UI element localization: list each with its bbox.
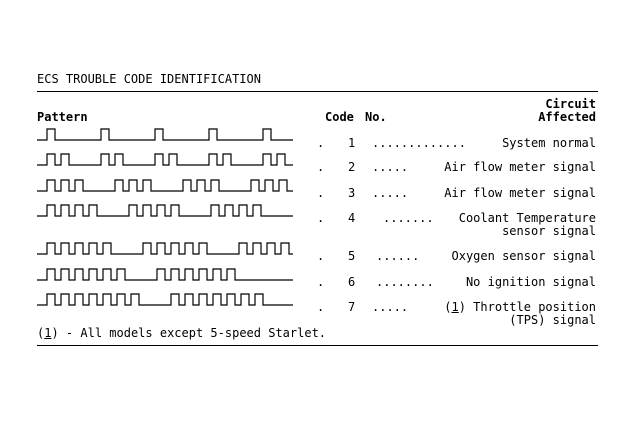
circuit-affected-2: Air flow meter signal bbox=[444, 160, 596, 174]
waveform-line bbox=[37, 268, 293, 281]
pattern-waveform-code-6 bbox=[37, 268, 293, 281]
header-circuit: Circuit bbox=[545, 97, 596, 111]
footnote-ref: 1 bbox=[44, 326, 52, 340]
circuit-affected-7: (1) Throttle position bbox=[444, 300, 596, 314]
circuit-affected-6: No ignition signal bbox=[465, 275, 596, 289]
leader-dots-4: ....... bbox=[383, 211, 434, 225]
code-number-4: 4 bbox=[348, 211, 356, 225]
code-number-7: 7 bbox=[348, 300, 356, 314]
leader-dots-5: ...... bbox=[376, 249, 420, 263]
header-pattern: Pattern bbox=[37, 110, 88, 124]
pattern-waveform-code-2 bbox=[37, 153, 293, 166]
pattern-waveform-code-3 bbox=[37, 179, 293, 192]
circuit-affected-7-line2: (TPS) signal bbox=[509, 313, 596, 327]
row-dot-marker: . bbox=[317, 186, 325, 200]
waveform-line bbox=[37, 153, 293, 166]
pattern-waveform-code-1 bbox=[37, 128, 293, 141]
waveform-line bbox=[37, 128, 293, 141]
leader-dots-7: ..... bbox=[372, 300, 409, 314]
page-title: ECS TROUBLE CODE IDENTIFICATION bbox=[37, 72, 261, 86]
leader-dots-2: ..... bbox=[372, 160, 409, 174]
row-dot-marker: . bbox=[317, 211, 325, 225]
row-dot-marker: . bbox=[317, 300, 325, 314]
leader-dots-3: ..... bbox=[372, 186, 409, 200]
waveform-line bbox=[37, 242, 293, 255]
circuit-affected-4-line2: sensor signal bbox=[502, 224, 596, 238]
code-number-2: 2 bbox=[348, 160, 356, 174]
bottom-rule bbox=[37, 345, 598, 346]
row-dot-marker: . bbox=[317, 136, 325, 150]
header-affected: Affected bbox=[538, 110, 596, 124]
circuit-affected-4: Coolant Temperature bbox=[458, 211, 596, 225]
row-dot-marker: . bbox=[317, 160, 325, 174]
circuit-affected-1: System normal bbox=[502, 136, 596, 150]
pattern-waveform-code-5 bbox=[37, 242, 293, 255]
code-number-6: 6 bbox=[348, 275, 356, 289]
row-dot-marker: . bbox=[317, 275, 325, 289]
pattern-waveform-code-4 bbox=[37, 204, 293, 217]
waveform-line bbox=[37, 204, 293, 217]
circuit-affected-5: Oxygen sensor signal bbox=[451, 249, 597, 263]
header-code: Code bbox=[325, 110, 354, 124]
footnote-text: - All models except 5-speed Starlet. bbox=[58, 326, 327, 340]
circuit-affected-3: Air flow meter signal bbox=[444, 186, 596, 200]
header-no: No. bbox=[365, 110, 387, 124]
waveform-line bbox=[37, 293, 293, 306]
circuit-affected-7-text: Throttle position bbox=[473, 300, 596, 314]
note-ref-7: 1 bbox=[451, 300, 459, 314]
waveform-line bbox=[37, 179, 293, 192]
row-dot-marker: . bbox=[317, 249, 325, 263]
code-number-5: 5 bbox=[348, 249, 356, 263]
leader-dots-1: ............. bbox=[372, 136, 466, 150]
leader-dots-6: ........ bbox=[376, 275, 434, 289]
pattern-waveform-code-7 bbox=[37, 293, 293, 306]
footnote: (1) - All models except 5-speed Starlet. bbox=[37, 326, 327, 340]
title-rule bbox=[37, 91, 598, 92]
code-number-3: 3 bbox=[348, 186, 356, 200]
code-number-1: 1 bbox=[348, 136, 356, 150]
